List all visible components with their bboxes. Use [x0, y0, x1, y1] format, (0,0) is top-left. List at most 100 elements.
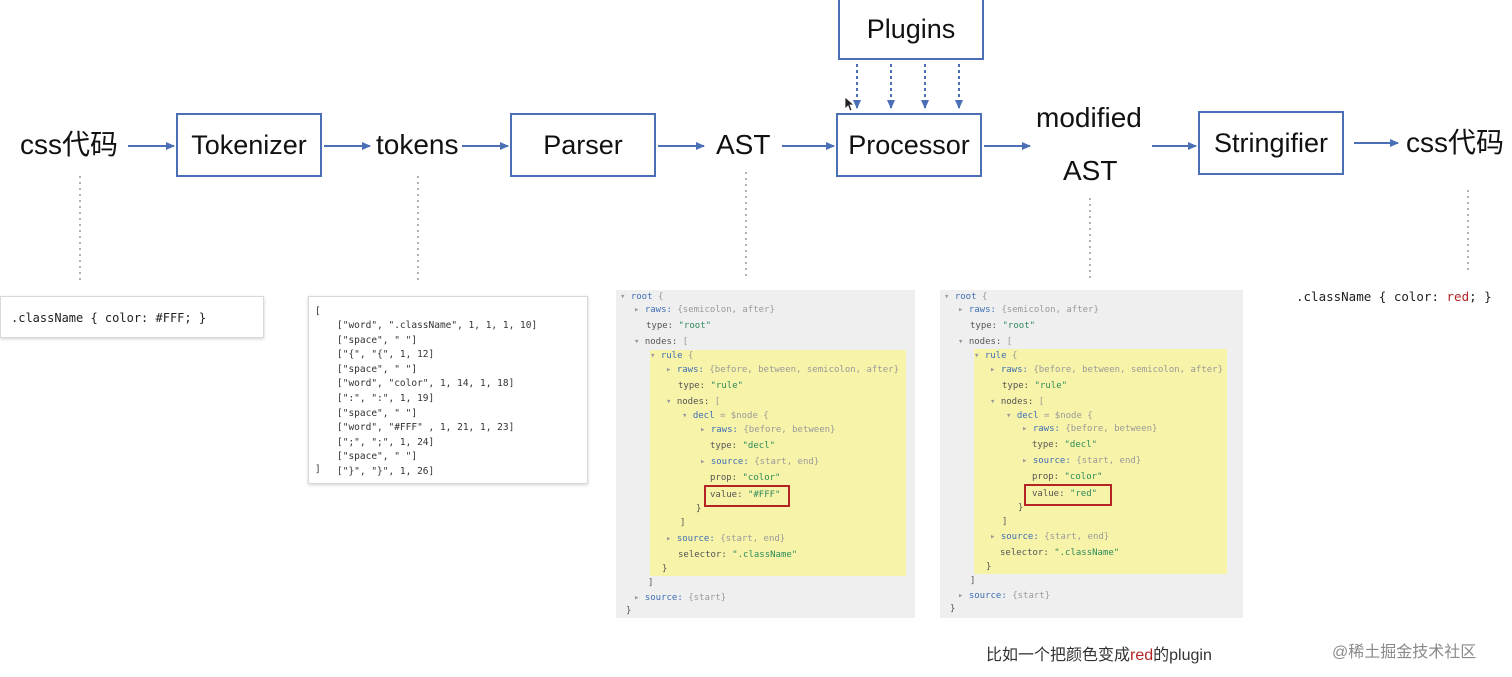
ast-root-raws-key: raws:	[644, 305, 672, 315]
ast-root-nodes-key: nodes:	[644, 337, 678, 347]
parser-box: Parser	[510, 113, 656, 177]
mast-rule-source-val: {start, end}	[1044, 532, 1110, 542]
tokens-close-bracket: ]	[315, 464, 321, 475]
mast-root-type-key: type:	[970, 321, 998, 331]
tokens-open-bracket: [	[315, 306, 321, 317]
output-css-code: .className { color: red; }	[1296, 289, 1492, 304]
ast-decl-source-key: source:	[710, 457, 749, 467]
ast-rule-type-key: type:	[678, 381, 706, 391]
ast-root-type-val: "root"	[678, 321, 712, 331]
mast-root-nodes-key: nodes:	[968, 337, 1002, 347]
cursor-icon	[844, 96, 856, 112]
ast-rule-raws-val: {before, between, semicolon, after}	[709, 365, 900, 375]
value-highlight-box	[704, 485, 790, 507]
modified-ast-panel: ▾ root { ▸ raws: {semicolon, after} type…	[940, 290, 1243, 618]
output-css-prefix: .className { color:	[1296, 289, 1447, 304]
tokenizer-box: Tokenizer	[176, 113, 322, 177]
ast-rule-nodes-key: nodes:	[676, 397, 710, 407]
mast-decl-source-key: source:	[1032, 456, 1071, 466]
mast-decl-value-val: "red"	[1069, 489, 1098, 499]
mast-decl-source-val: {start, end}	[1076, 456, 1142, 466]
processor-box: Processor	[836, 113, 982, 177]
ast-decl-key: decl	[692, 411, 715, 421]
token-item: ["}", "}", 1, 26]	[337, 465, 435, 477]
token-item: ["{", "{", 1, 12]	[337, 349, 435, 361]
mast-decl-prop-key: prop:	[1032, 472, 1060, 482]
caption-after: 的plugin	[1153, 647, 1212, 664]
ast-panel: ▾ root { ▸ raws: {semicolon, after} type…	[616, 290, 915, 618]
ast-decl-prop-key: prop:	[710, 473, 738, 483]
mast-root-raws-key: raws:	[968, 305, 996, 315]
mast-rule-key: rule	[984, 351, 1007, 361]
mast-rule-raws-val: {before, between, semicolon, after}	[1033, 365, 1224, 375]
mast-root-type-val: "root"	[1002, 321, 1036, 331]
mast-rule-type-val: "rule"	[1034, 381, 1068, 391]
ast-decl-ref: $node	[730, 411, 758, 421]
caption-before: 比如一个把颜色变成	[986, 647, 1131, 664]
token-item: ["word", "#FFF" , 1, 21, 1, 23]	[337, 422, 515, 434]
mast-decl-raws-key: raws:	[1032, 424, 1060, 434]
ast-rule-selector-key: selector:	[678, 550, 727, 560]
tokens-list: ["word", ".className", 1, 1, 1, 10] ["sp…	[337, 319, 537, 480]
token-item: [":", ":", 1, 19]	[337, 392, 435, 404]
token-item: ["word", ".className", 1, 1, 1, 10]	[337, 320, 538, 331]
input-css-label: css代码	[20, 129, 119, 160]
ast-decl-value-val: "#FFF"	[747, 490, 781, 500]
ast-decl-type-val: "decl"	[742, 441, 776, 451]
modified-ast-label-line2: AST	[1063, 155, 1118, 186]
output-css-suffix: ; }	[1469, 289, 1492, 304]
mast-decl-ref: $node	[1054, 411, 1082, 421]
ast-label: AST	[716, 129, 771, 160]
value-highlight-box	[1024, 484, 1112, 506]
mast-decl-prop-val: "color"	[1064, 472, 1103, 482]
token-item: ["space", " "]	[337, 363, 418, 375]
ast-rule-selector-val: ".className"	[732, 550, 798, 560]
ast-decl-raws-key: raws:	[710, 425, 738, 435]
ast-rule-raws-key: raws:	[676, 365, 704, 375]
ast-root-key: root	[630, 292, 653, 302]
mast-rule-selector-key: selector:	[1000, 548, 1049, 558]
stringifier-box: Stringifier	[1198, 111, 1344, 175]
ast-decl-type-key: type:	[710, 441, 738, 451]
ast-root-type-key: type:	[646, 321, 674, 331]
ast-decl-value-key: value:	[710, 490, 743, 500]
rule-highlight	[650, 350, 906, 576]
token-item: ["space", " "]	[337, 407, 418, 419]
ast-root-source-key: source:	[644, 593, 683, 603]
ast-decl-source-val: {start, end}	[754, 457, 820, 467]
mast-root-source-key: source:	[968, 591, 1007, 601]
rule-highlight	[974, 349, 1227, 574]
mast-rule-raws-key: raws:	[1000, 365, 1028, 375]
ast-root-raws-val: {semicolon, after}	[677, 305, 775, 315]
modified-ast-label-line1: modified	[1036, 102, 1142, 133]
mast-decl-key: decl	[1016, 411, 1039, 421]
watermark-text: @稀土掘金技术社区	[1332, 644, 1477, 661]
mast-decl-raws-val: {before, between}	[1065, 424, 1158, 434]
output-css-value: red	[1446, 289, 1470, 304]
token-item: ["space", " "]	[337, 451, 418, 463]
mast-rule-type-key: type:	[1002, 381, 1030, 391]
input-css-panel: .className { color: #FFF; }	[0, 296, 264, 338]
mast-decl-value-key: value:	[1032, 489, 1065, 499]
token-item: [";", ";", 1, 24]	[337, 436, 435, 448]
mast-rule-nodes-key: nodes:	[1000, 397, 1034, 407]
mast-root-source-val: {start}	[1012, 591, 1051, 601]
plugins-box: Plugins	[838, 0, 984, 60]
plugin-caption: 比如一个把颜色变成red的plugin	[986, 641, 1212, 665]
tokens-panel: [ ["word", ".className", 1, 1, 1, 10] ["…	[308, 296, 588, 484]
ast-root-source-val: {start}	[688, 593, 727, 603]
ast-rule-type-val: "rule"	[710, 381, 744, 391]
output-css-label: css代码	[1406, 127, 1505, 158]
ast-decl-prop-val: "color"	[742, 473, 781, 483]
input-css-code: .className { color: #FFF; }	[11, 311, 207, 325]
ast-rule-key: rule	[660, 351, 683, 361]
ast-rule-source-key: source:	[676, 534, 715, 544]
mast-decl-type-key: type:	[1032, 440, 1060, 450]
caption-highlight: red	[1130, 647, 1154, 664]
mast-root-key: root	[954, 292, 977, 302]
ast-rule-source-val: {start, end}	[720, 534, 786, 544]
mast-decl-type-val: "decl"	[1064, 440, 1098, 450]
token-item: ["word", "color", 1, 14, 1, 18]	[337, 378, 515, 390]
mast-root-raws-val: {semicolon, after}	[1001, 305, 1099, 315]
